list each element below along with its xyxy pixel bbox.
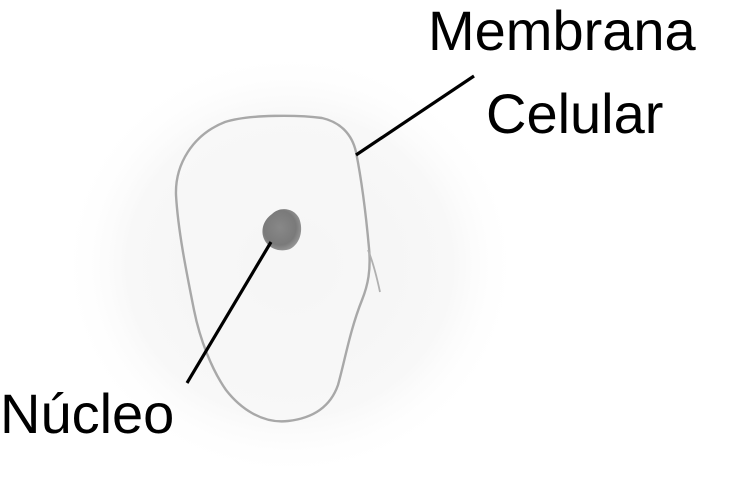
nucleus-label: Núcleo	[0, 382, 175, 445]
membrane-label-line1: Membrana	[428, 0, 696, 62]
nucleus-leader-line	[185, 241, 273, 384]
membrane-pencil-flick	[367, 249, 381, 293]
cell-membrane	[174, 114, 371, 423]
membrane-label-line2: Celular	[486, 82, 664, 145]
membrane-leader-line	[355, 74, 475, 157]
nucleus	[262, 209, 302, 251]
